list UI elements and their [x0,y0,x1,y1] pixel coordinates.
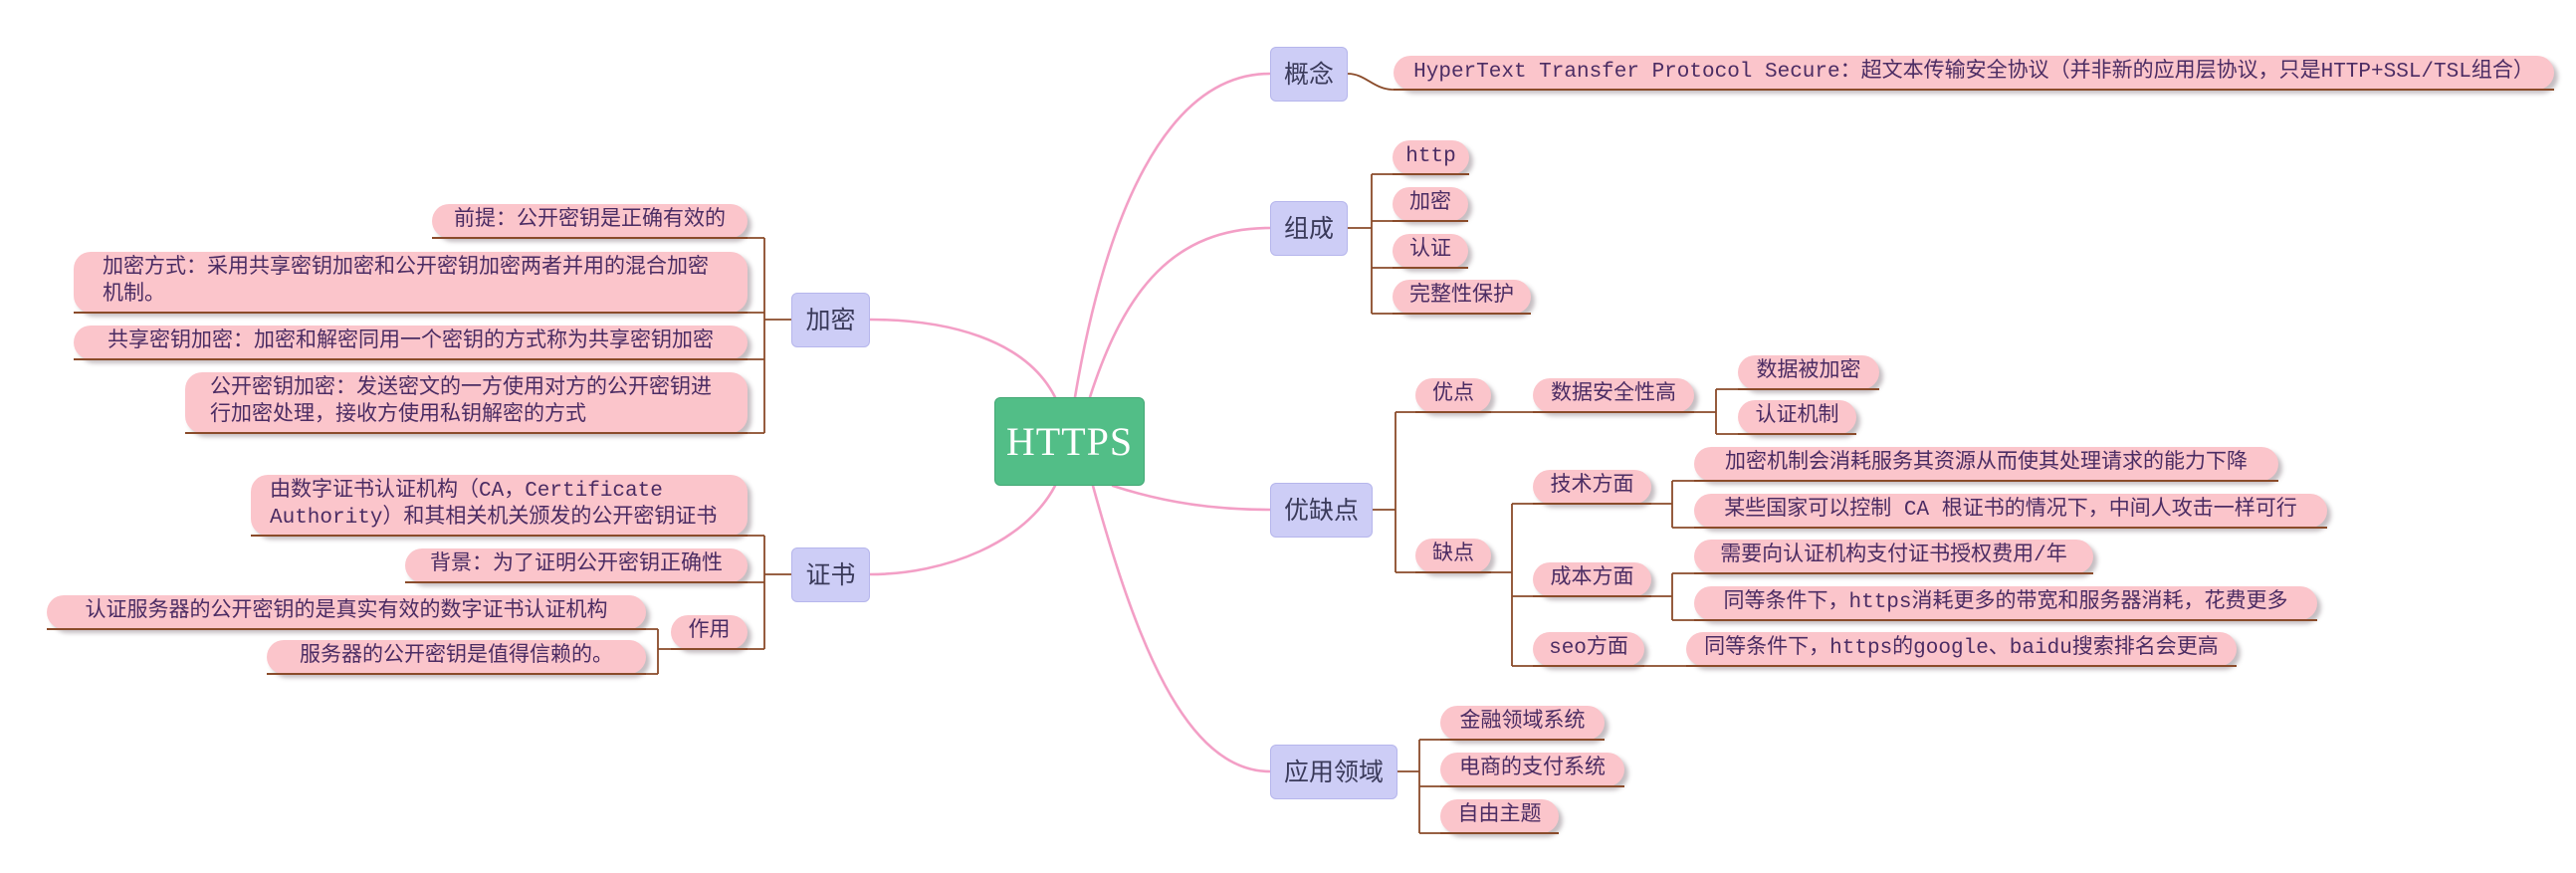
connector-technical [1651,480,1694,529]
public-key-node: 公开密钥加密：发送密文的一方使用对方的公开密钥进行加密处理，接收方使用私钥解密的… [185,372,748,434]
connector-applications [1397,739,1440,834]
cons-technical-node: 技术方面 [1533,470,1651,505]
cons-cost-item-node: 需要向认证机构支付证书授权费用/年 [1694,540,2093,574]
trunk-root-to-certificate [868,484,1057,576]
composition-http-node: http [1393,140,1469,175]
connector-encryption [748,237,791,434]
composition-integrity-node: 完整性保护 [1393,280,1531,315]
branch-applications: 应用领域 [1270,745,1397,799]
data-encrypted-node: 数据被加密 [1738,355,1879,390]
certificate-purpose-node: 作用 [671,615,748,650]
connector-composition [1348,173,1393,315]
application-item-node: 电商的支付系统 [1440,753,1624,787]
application-item-node: 自由主题 [1440,799,1559,834]
pros-node: 优点 [1415,378,1491,413]
trunk-root-to-encryption [868,318,1057,399]
connector-cost [1651,572,1694,621]
cons-seo-node: seo方面 [1533,632,1644,667]
encryption-method-node: 加密方式：采用共享密钥加密和公开密钥加密两者并用的混合加密机制。 [74,252,748,314]
trunk-root-to-pros-cons [1111,484,1272,512]
shared-key-node: 共享密钥加密：加密和解密同用一个密钥的方式称为共享密钥加密 [74,326,748,360]
auth-mechanism-node: 认证机制 [1738,400,1856,435]
cons-node: 缺点 [1415,539,1491,573]
purpose-item-node: 认证服务器的公开密钥的是真实有效的数字证书认证机构 [47,595,646,630]
branch-composition: 组成 [1270,201,1348,256]
branch-pros-cons: 优缺点 [1270,483,1373,538]
purpose-item-node: 服务器的公开密钥是值得信赖的。 [267,640,646,675]
composition-encryption-node: 加密 [1393,187,1468,222]
connector-pros-cons [1373,411,1415,573]
certificate-background-node: 背景：为了证明公开密钥正确性 [405,548,748,583]
connector-data-security [1694,388,1738,435]
certificate-definition-node: 由数字证书认证机构（CA，Certificate Authority）和其相关机… [251,475,748,537]
branch-concept: 概念 [1270,47,1348,102]
branch-certificate: 证书 [791,547,870,602]
encryption-premise-node: 前提：公开密钥是正确有效的 [432,204,748,239]
connector-cons [1491,503,1533,667]
trunk-root-to-concept [1073,72,1272,399]
application-item-node: 金融领域系统 [1440,706,1605,741]
https-root-node: HTTPS [994,397,1145,486]
trunk-root-to-composition [1088,226,1272,399]
cons-cost-item-node: 同等条件下，https消耗更多的带宽和服务器消耗，花费更多 [1694,586,2317,621]
data-security-node: 数据安全性高 [1533,378,1694,413]
connector-purpose [646,628,671,675]
connector-certificate [748,535,791,650]
trunk-root-to-applications [1091,484,1272,773]
composition-authentication-node: 认证 [1393,234,1468,269]
branch-encryption: 加密 [791,293,870,347]
connector-concept [1347,73,1395,91]
concept-definition-node: HyperText Transfer Protocol Secure：超文本传输… [1394,56,2554,91]
cons-seo-item-node: 同等条件下，https的google、baidu搜索排名会更高 [1686,632,2237,667]
cons-technical-item-node: 某些国家可以控制 CA 根证书的情况下，中间人攻击一样可行 [1694,494,2327,529]
cons-technical-item-node: 加密机制会消耗服务其资源从而使其处理请求的能力下降 [1694,447,2278,482]
cons-cost-node: 成本方面 [1533,562,1651,597]
